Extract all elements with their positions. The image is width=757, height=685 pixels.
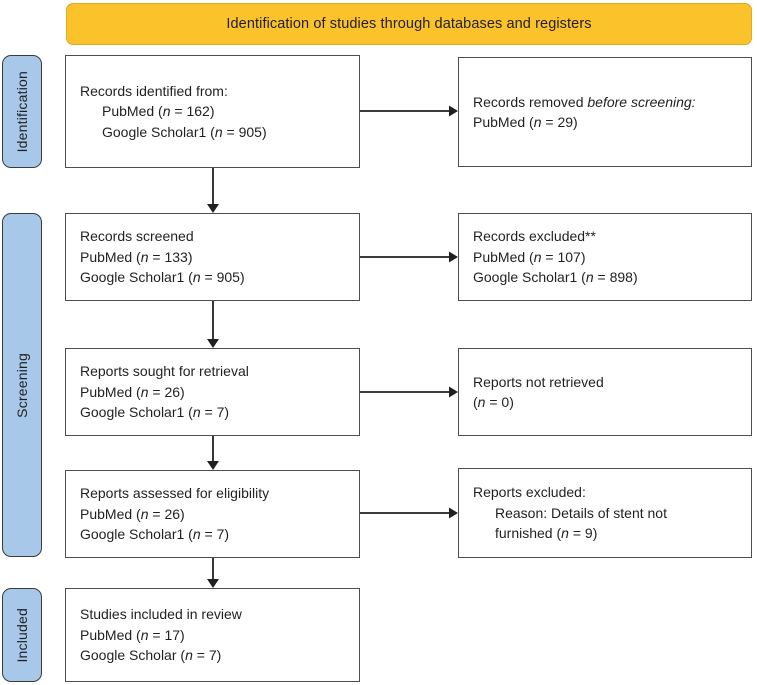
box-line: Google Scholar1 (n = 7): [80, 526, 230, 543]
box-line: Reports sought for retrieval: [80, 363, 249, 380]
stage-label-identification: Identification: [2, 55, 42, 168]
box-line: Google Scholar1 (n = 905): [80, 269, 245, 286]
box-line: PubMed (n = 162): [102, 103, 215, 120]
arrow-identified-to-screened: [207, 168, 219, 213]
box-reports-excluded: Reports excluded: Reason: Details of ste…: [458, 468, 752, 558]
stage-label-screening: Screening: [2, 213, 42, 557]
stage-label-identification-text: Identification: [14, 70, 30, 153]
box-line: Records identified from:: [80, 82, 228, 99]
box-line: Records excluded**: [473, 228, 596, 245]
box-records-screened: Records screened PubMed (n = 133) Google…: [65, 213, 360, 301]
box-line: (n = 0): [473, 394, 514, 410]
box-line: PubMed (n = 26): [80, 383, 185, 400]
box-reports-assessed-for-eligibility: Reports assessed for eligibility PubMed …: [65, 470, 360, 558]
box-line: Reports excluded:: [473, 484, 586, 501]
box-reports-not-retrieved: Reports not retrieved (n = 0): [458, 348, 752, 436]
box-line: furnished (n = 9): [495, 525, 598, 542]
box-line: Google Scholar1 (n = 905): [102, 123, 267, 140]
box-line: Records screened: [80, 228, 194, 245]
arrow-assessed-to-included: [207, 558, 219, 588]
box-records-excluded: Records excluded** PubMed (n = 107) Goog…: [458, 213, 752, 301]
box-line: Records removed before screening:: [473, 93, 696, 110]
stage-label-included-text: Included: [14, 607, 30, 663]
box-line: Reason: Details of stent not: [495, 504, 667, 521]
banner-title: Identification of studies through databa…: [226, 16, 592, 32]
box-records-identified: Records identified from: PubMed (n = 162…: [65, 55, 360, 168]
arrow-identified-to-removed: [360, 105, 458, 117]
arrow-sought-to-not-retrieved: [360, 386, 458, 398]
box-line: PubMed (n = 26): [80, 505, 185, 522]
box-line: Google Scholar1 (n = 898): [473, 269, 638, 286]
box-line: PubMed (n = 29): [473, 114, 578, 130]
box-line: Google Scholar (n = 7): [80, 647, 222, 664]
arrow-sought-to-assessed: [207, 436, 219, 470]
stage-label-screening-text: Screening: [14, 352, 30, 418]
box-line: Google Scholar1 (n = 7): [80, 404, 230, 421]
box-line: PubMed (n = 133): [80, 248, 193, 265]
arrow-assessed-to-reports-excluded: [360, 507, 458, 519]
identification-banner: Identification of studies through databa…: [66, 3, 752, 45]
box-studies-included-in-review: Studies included in review PubMed (n = 1…: [65, 588, 360, 682]
box-line: PubMed (n = 107): [473, 248, 586, 265]
arrow-screened-to-sought: [207, 301, 219, 348]
arrow-screened-to-records-excluded: [360, 251, 458, 263]
box-line: Studies included in review: [80, 606, 242, 623]
box-records-removed-before-screening: Records removed before screening: PubMed…: [458, 57, 752, 167]
box-line: Reports not retrieved: [473, 373, 604, 390]
box-line: Reports assessed for eligibility: [80, 485, 270, 502]
stage-label-included: Included: [2, 588, 42, 682]
box-reports-sought-for-retrieval: Reports sought for retrieval PubMed (n =…: [65, 348, 360, 436]
box-line: PubMed (n = 17): [80, 626, 185, 643]
